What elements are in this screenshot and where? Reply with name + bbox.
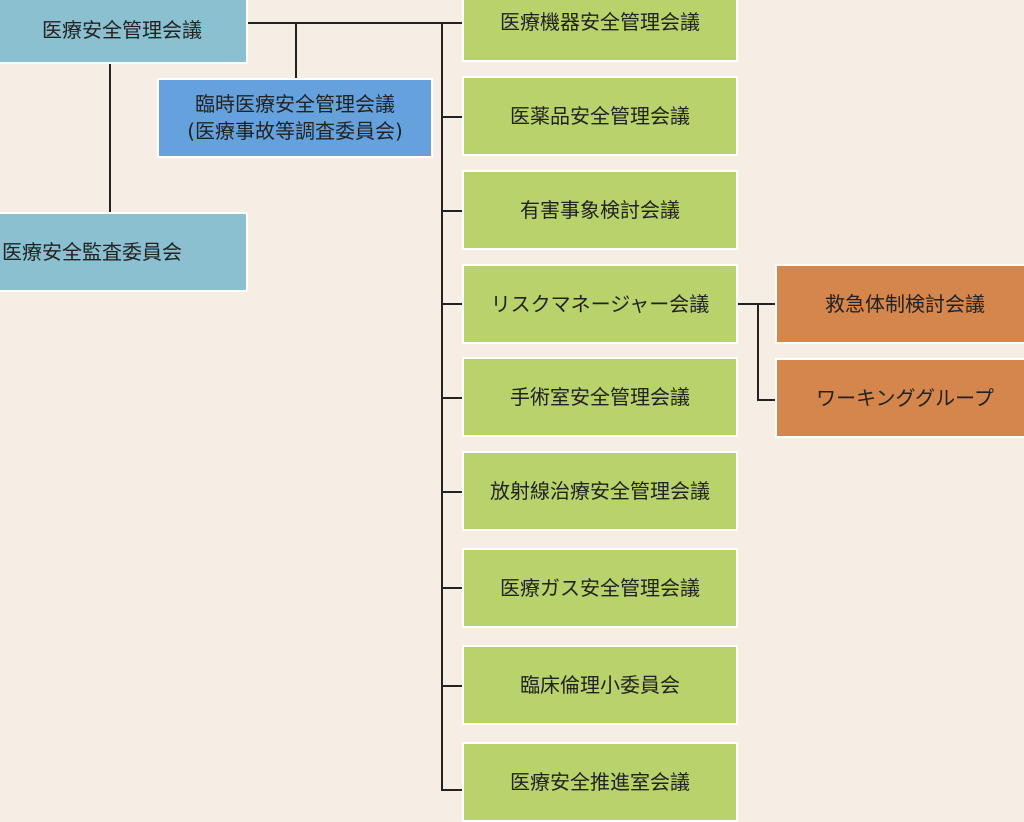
node-temporary-council: 臨時医療安全管理会議 (医療事故等調査委員会) bbox=[157, 78, 433, 158]
node-label: 医療ガス安全管理会議 bbox=[500, 575, 700, 600]
node-label: 手術室安全管理会議 bbox=[510, 384, 690, 409]
connector-branch bbox=[441, 22, 463, 24]
connector-branch bbox=[441, 303, 463, 305]
connector-branch bbox=[441, 587, 463, 589]
connector-rm-children-spine bbox=[757, 303, 759, 401]
node-audit-committee: 医療安全監査委員会 bbox=[0, 212, 248, 292]
node-committee: 手術室安全管理会議 bbox=[462, 357, 738, 437]
node-label: 医薬品安全管理会議 bbox=[510, 103, 690, 128]
node-committee: 放射線治療安全管理会議 bbox=[462, 451, 738, 531]
connector-rm-to-working-group bbox=[757, 399, 777, 401]
node-label-line2: (医療事故等調査委員会) bbox=[187, 119, 403, 143]
node-label: ワーキンググループ bbox=[816, 385, 994, 410]
node-label: 救急体制検討会議 bbox=[825, 291, 985, 316]
node-committee: 医薬品安全管理会議 bbox=[462, 76, 738, 156]
node-label: 医療安全推進室会議 bbox=[510, 769, 690, 794]
node-label: 医療安全管理会議 bbox=[42, 17, 202, 42]
connector-branch bbox=[441, 685, 463, 687]
node-committee: 臨床倫理小委員会 bbox=[462, 645, 738, 725]
connector-branch bbox=[441, 210, 463, 212]
node-label: 臨床倫理小委員会 bbox=[520, 672, 680, 697]
connector-branch bbox=[441, 116, 463, 118]
node-risk-manager-council: リスクマネージャー会議 bbox=[462, 264, 738, 344]
node-label: リスクマネージャー会議 bbox=[490, 291, 710, 316]
connector-root-to-spine bbox=[248, 22, 444, 24]
node-committee: 有害事象検討会議 bbox=[462, 170, 738, 250]
node-medical-safety-management-council: 医療安全管理会議 bbox=[0, 0, 248, 64]
connector-spine bbox=[441, 22, 443, 790]
connector-root-to-audit bbox=[109, 64, 111, 212]
connector-branch bbox=[441, 789, 463, 791]
connector-branch bbox=[441, 397, 463, 399]
node-label-line1: 臨時医療安全管理会議 bbox=[195, 92, 395, 116]
node-committee: 医療ガス安全管理会議 bbox=[462, 548, 738, 628]
node-label: 医療機器安全管理会議 bbox=[500, 9, 700, 34]
connector-branch bbox=[441, 491, 463, 493]
node-working-group: ワーキンググループ bbox=[775, 358, 1024, 438]
connector-root-to-temporary bbox=[295, 22, 297, 78]
node-label: 医療安全監査委員会 bbox=[2, 239, 182, 264]
node-label: 有害事象検討会議 bbox=[520, 197, 680, 222]
node-label: 放射線治療安全管理会議 bbox=[490, 478, 710, 503]
node-committee: 医療安全推進室会議 bbox=[462, 742, 738, 822]
node-committee: 医療機器安全管理会議 bbox=[462, 0, 738, 62]
node-emergency-system-council: 救急体制検討会議 bbox=[775, 264, 1024, 344]
